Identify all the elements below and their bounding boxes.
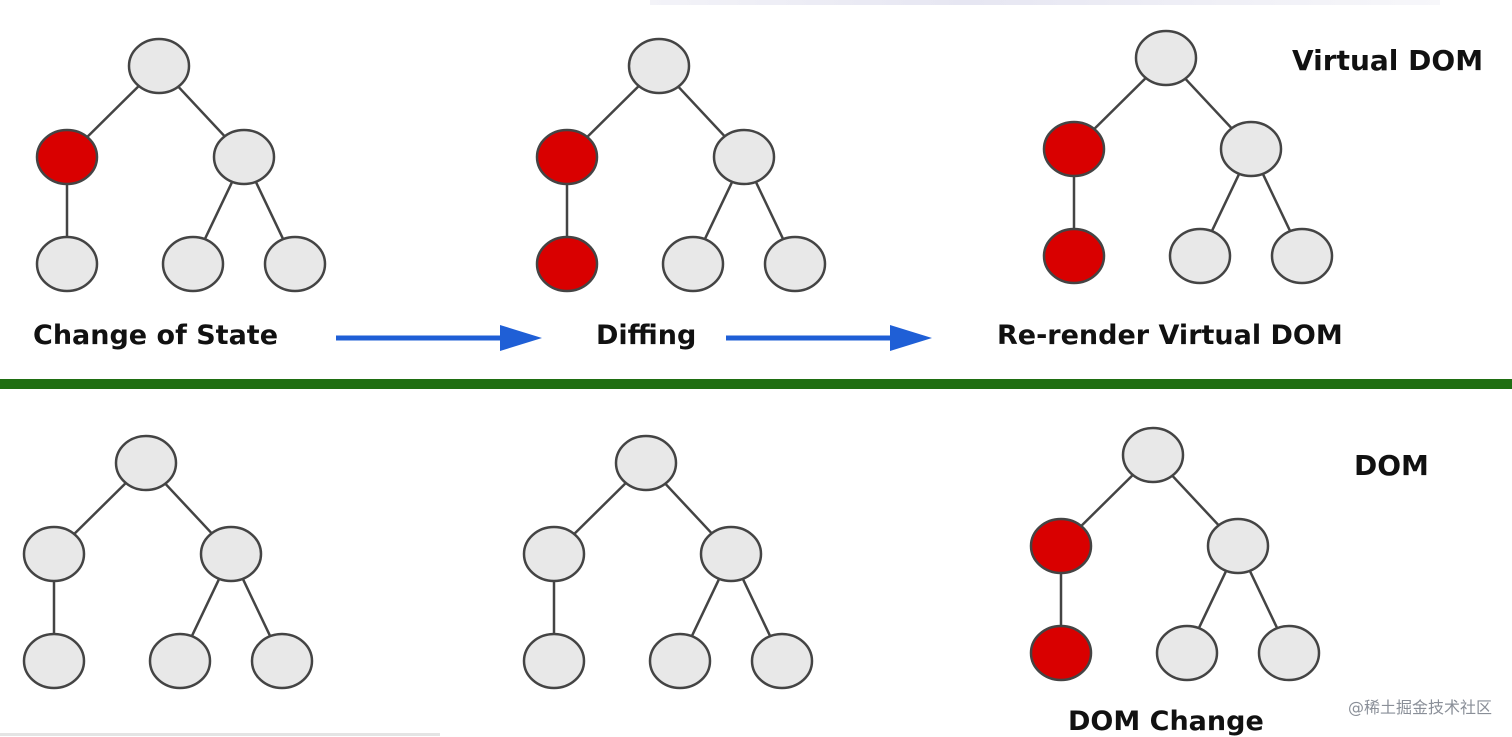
- virtual-tree-diffing-edge-child-right-leaf-mid: [703, 181, 734, 240]
- rerender-virtual-dom-label: Re-render Virtual DOM: [997, 320, 1343, 351]
- dom-change-label: DOM Change: [1068, 706, 1264, 737]
- virtual-tree-diffing-node-leaf-mid: [661, 235, 725, 293]
- virtual-tree-change-of-state-node-leaf-left: [35, 235, 99, 293]
- bottom-edge-artifact: [0, 733, 440, 736]
- watermark: @稀土掘金技术社区: [1347, 698, 1492, 717]
- dom-tree-before-edge-child-right-leaf-right: [241, 578, 272, 637]
- virtual-dom-title: Virtual DOM: [1292, 44, 1484, 77]
- dom-tree-middle-node-leaf-right: [750, 632, 814, 690]
- top-edge-artifact: [650, 0, 1440, 5]
- virtual-tree-change-of-state-node-leaf-right: [263, 235, 327, 293]
- section-divider: [0, 379, 1512, 389]
- virtual-tree-change-of-state-edge-root-child-right: [177, 85, 226, 138]
- virtual-tree-change-of-state-edge-root-child-left: [86, 85, 140, 138]
- dom-tree-changed-node-leaf-left-changed: [1029, 624, 1093, 682]
- virtual-tree-rerender-node-root: [1134, 29, 1198, 87]
- virtual-tree-change-of-state-edge-child-right-leaf-mid: [203, 181, 234, 240]
- diffing-label: Diffing: [596, 320, 697, 351]
- virtual-tree-change-of-state-node-root: [127, 37, 191, 95]
- virtual-tree-diffing-node-leaf-right: [763, 235, 827, 293]
- virtual-tree-rerender-node-leaf-left-changed: [1042, 227, 1106, 285]
- virtual-tree-change-of-state-node-leaf-mid: [161, 235, 225, 293]
- dom-tree-before-edge-child-right-leaf-mid: [190, 578, 221, 637]
- dom-tree-middle-node-child-left: [522, 525, 586, 583]
- dom-tree-changed-node-child-left-changed: [1029, 517, 1093, 575]
- dom-tree-middle-node-leaf-mid: [648, 632, 712, 690]
- virtual-tree-rerender-edge-child-right-leaf-right: [1261, 173, 1292, 232]
- dom-tree-middle-edge-child-right-leaf-right: [741, 578, 772, 637]
- virtual-tree-change-of-state-node-child-right: [212, 128, 276, 186]
- virtual-tree-rerender-edge-child-right-leaf-mid: [1210, 173, 1241, 232]
- dom-tree-before-node-leaf-right: [250, 632, 314, 690]
- dom-tree-middle-edge-child-right-leaf-mid: [690, 578, 721, 637]
- virtual-tree-diffing-edge-root-child-left: [586, 85, 640, 138]
- virtual-tree-change-of-state-edge-child-right-leaf-right: [254, 181, 285, 240]
- dom-tree-before-node-child-right: [199, 525, 263, 583]
- arrow-diffing-to-rerender-head: [890, 325, 932, 351]
- virtual-tree-diffing-node-root: [627, 37, 691, 95]
- virtual-tree-rerender-node-leaf-right: [1270, 227, 1334, 285]
- dom-tree-changed-edge-child-right-leaf-mid: [1197, 570, 1228, 629]
- dom-tree-changed-edge-child-right-leaf-right: [1248, 570, 1279, 629]
- dom-title: DOM: [1354, 449, 1429, 482]
- dom-tree-before-node-leaf-mid: [148, 632, 212, 690]
- dom-tree-changed-node-root: [1121, 426, 1185, 484]
- dom-tree-middle-edge-root-child-right: [664, 482, 713, 535]
- dom-tree-before-node-root: [114, 434, 178, 492]
- dom-tree-changed-node-child-right: [1206, 517, 1270, 575]
- virtual-tree-rerender-edge-root-child-left: [1093, 77, 1147, 130]
- change-of-state-label: Change of State: [33, 320, 279, 351]
- virtual-tree-change-of-state-node-child-left-changed: [35, 128, 99, 186]
- dom-tree-before-node-leaf-left: [22, 632, 86, 690]
- virtual-tree-rerender-node-child-left-changed: [1042, 120, 1106, 178]
- virtual-tree-diffing-node-leaf-left-changed: [535, 235, 599, 293]
- virtual-tree-diffing-node-child-right: [712, 128, 776, 186]
- virtual-tree-diffing-edge-root-child-right: [677, 85, 726, 138]
- dom-tree-middle-node-leaf-left: [522, 632, 586, 690]
- dom-tree-before-node-child-left: [22, 525, 86, 583]
- dom-tree-middle-node-child-right: [699, 525, 763, 583]
- dom-tree-changed-node-leaf-mid: [1155, 624, 1219, 682]
- virtual-tree-diffing-edge-child-right-leaf-right: [754, 181, 785, 240]
- dom-tree-before-edge-root-child-left: [73, 482, 127, 535]
- dom-tree-before-edge-root-child-right: [164, 482, 213, 535]
- arrow-state-to-diffing-head: [500, 325, 542, 351]
- virtual-tree-rerender-node-leaf-mid: [1168, 227, 1232, 285]
- dom-tree-changed-edge-root-child-left: [1080, 474, 1134, 527]
- dom-tree-changed-node-leaf-right: [1257, 624, 1321, 682]
- dom-tree-middle-node-root: [614, 434, 678, 492]
- virtual-tree-rerender-edge-root-child-right: [1184, 77, 1233, 130]
- virtual-tree-rerender-node-child-right: [1219, 120, 1283, 178]
- virtual-tree-diffing-node-child-left-changed: [535, 128, 599, 186]
- dom-tree-middle-edge-root-child-left: [573, 482, 627, 535]
- dom-tree-changed-edge-root-child-right: [1171, 474, 1220, 527]
